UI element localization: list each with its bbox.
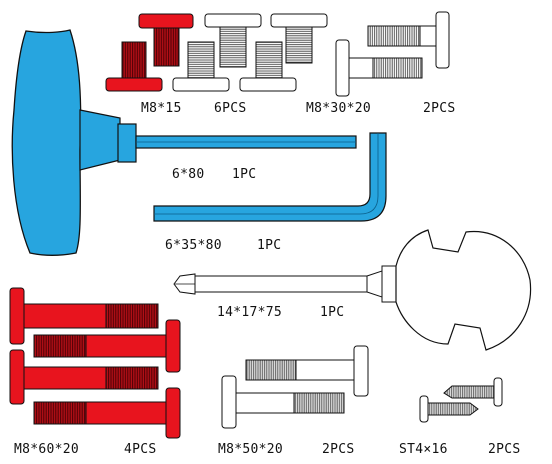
- l-hex-key-icon: [153, 132, 387, 222]
- label-14x17x75: 14*17*75: [217, 305, 283, 320]
- screw-st4x16-1-icon: [443, 377, 503, 407]
- label-st4x16-qty: 2PCS: [488, 442, 521, 457]
- bolt-m8x15-white-3-icon: [270, 13, 328, 64]
- label-m8x60x20: M8*60*20: [14, 442, 80, 457]
- label-m8x15-qty: 6PCS: [214, 101, 247, 116]
- bolt-m8x50x20-1-icon: [245, 345, 369, 397]
- label-m8x60x20-qty: 4PCS: [124, 442, 157, 457]
- bolt-m8x50x20-2-icon: [221, 375, 345, 429]
- label-st4x16: ST4×16: [399, 442, 448, 457]
- label-6x80-qty: 1PC: [232, 167, 257, 182]
- label-14x17x75-qty: 1PC: [320, 305, 345, 320]
- label-m8x50x20: M8*50*20: [218, 442, 284, 457]
- bolt-m8x60x20-3-icon: [9, 349, 159, 405]
- bolt-m8x15-white-1-icon: [204, 13, 262, 68]
- bolt-m8x60x20-group: [9, 287, 181, 439]
- label-6x80: 6*80: [172, 167, 205, 182]
- bolt-m8x30x20-2-icon: [335, 39, 423, 97]
- bolt-m8x60x20-2-icon: [33, 319, 181, 373]
- combo-wrench-screwdriver-icon: [173, 229, 532, 351]
- bolt-m8x15-white-4-icon: [239, 41, 297, 92]
- screw-st4x16-group: [419, 377, 503, 423]
- bolt-m8x15-white-2-icon: [172, 41, 230, 92]
- label-6x35x80: 6*35*80: [165, 238, 222, 253]
- label-6x35x80-qty: 1PC: [257, 238, 282, 253]
- bolt-m8x30x20-group: [335, 11, 450, 97]
- bolt-m8x50x20-group: [221, 345, 369, 429]
- t-handle-hex-wrench-icon: [11, 29, 357, 256]
- bolt-m8x15-group: [105, 13, 328, 92]
- label-m8x15: M8*15: [141, 101, 182, 116]
- bolt-m8x30x20-1-icon: [367, 11, 450, 69]
- bolt-m8x60x20-1-icon: [9, 287, 159, 345]
- label-m8x50x20-qty: 2PCS: [322, 442, 355, 457]
- label-m8x30x20: M8*30*20: [306, 101, 372, 116]
- screw-st4x16-2-icon: [419, 395, 479, 423]
- bolt-m8x15-red-2-icon: [105, 41, 163, 92]
- label-m8x30x20-qty: 2PCS: [423, 101, 456, 116]
- bolt-m8x60x20-4-icon: [33, 387, 181, 439]
- bolt-m8x15-red-1-icon: [138, 13, 194, 67]
